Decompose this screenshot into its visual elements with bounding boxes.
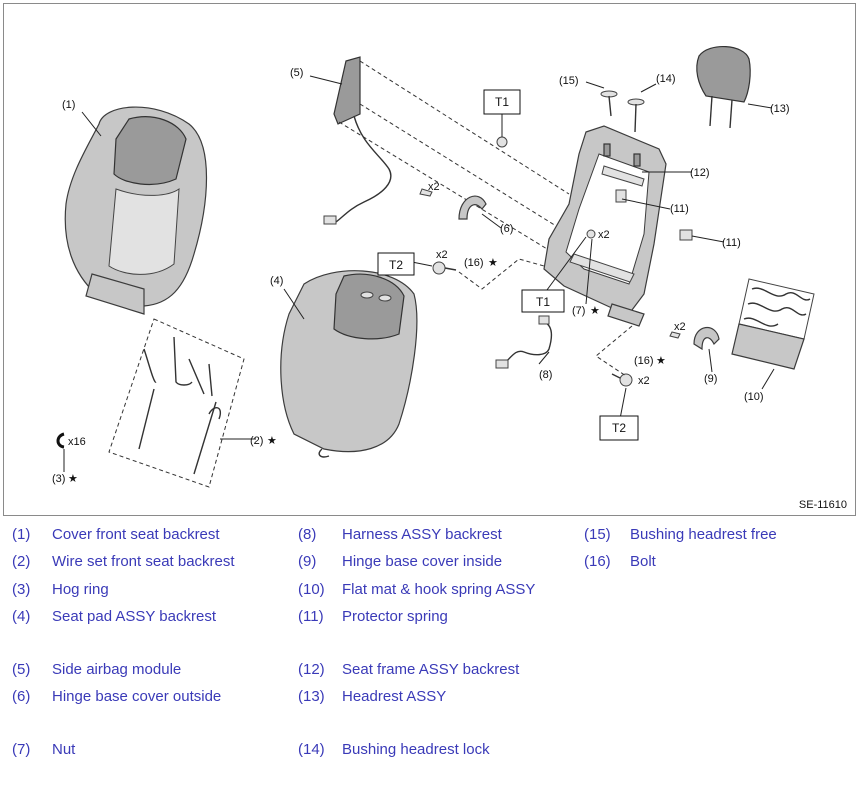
torque-box-t1-bottom: T1 <box>521 289 565 313</box>
legend-item-text: Seat pad ASSY backrest <box>52 608 216 625</box>
legend-item-number: (13) <box>298 688 325 705</box>
nut <box>586 229 596 239</box>
callout-12: (12) <box>690 167 710 179</box>
hog-ring <box>56 432 65 449</box>
legend-item-text: Hinge base cover outside <box>52 688 222 705</box>
qty-screw-outside: x2 <box>428 181 440 193</box>
flat-mat-hook-spring-assy <box>731 278 815 370</box>
callout-1: (1) <box>62 99 75 111</box>
qty-nut: x2 <box>598 229 610 241</box>
callout-14: (14) <box>656 73 676 85</box>
legend-item-text: Bushing headrest lock <box>342 741 490 758</box>
legend-item-number: (11) <box>298 608 324 625</box>
bolt-upper-path <box>458 258 545 290</box>
legend-item-number: (8) <box>298 526 317 543</box>
qty-hog-ring: x16 <box>68 436 86 448</box>
legend-item-number: (6) <box>12 688 31 705</box>
legend-item-number: (2) <box>12 553 31 570</box>
legend-item-number: (3) <box>12 581 31 598</box>
hinge-base-cover-inside <box>669 327 720 351</box>
star-wire-set: ★ <box>267 435 277 447</box>
star-hog-ring: ★ <box>68 473 78 485</box>
legend-item-number: (4) <box>12 608 31 625</box>
harness-assy-backrest <box>495 315 553 369</box>
wire-set-front-seat-backrest <box>108 318 245 488</box>
svg-text:T1: T1 <box>495 95 509 109</box>
qty-screw-inside: x2 <box>674 321 686 333</box>
exploded-diagram: T1 T1 T2 T2 (1) (5) (6) (4) (2) (3) (12)… <box>3 3 856 516</box>
bushing-headrest-free <box>600 90 618 117</box>
callout-13: (13) <box>770 103 790 115</box>
legend-item-number: (10) <box>298 581 325 598</box>
torque-box-t2-bottom: T2 <box>599 415 639 441</box>
callout-7: (7) <box>572 305 585 317</box>
legend-item-number: (1) <box>12 526 31 543</box>
callout-3: (3) <box>52 473 65 485</box>
callout-16-lower: (16) <box>634 355 654 367</box>
leader-lines <box>63 75 775 472</box>
star-nut: ★ <box>590 305 600 317</box>
diagram-code: SE-11610 <box>798 499 847 511</box>
callout-6: (6) <box>500 223 513 235</box>
callout-8: (8) <box>539 369 552 381</box>
torque-box-t2-left: T2 <box>377 252 415 276</box>
legend-item-text: Harness ASSY backrest <box>342 526 502 543</box>
legend-item-text: Hog ring <box>52 581 109 598</box>
legend-item-text: Protector spring <box>342 608 448 625</box>
torque-box-t1-top: T1 <box>483 89 521 115</box>
bolt-lower-path <box>595 325 633 377</box>
legend-item-text: Side airbag module <box>52 661 182 678</box>
legend-item-number: (9) <box>298 553 317 570</box>
legend-item-number: (12) <box>298 661 325 678</box>
legend-item-text: Headrest ASSY <box>342 688 447 705</box>
protector-spring-right <box>679 229 693 241</box>
callout-15: (15) <box>559 75 579 87</box>
legend-item-number: (7) <box>12 741 31 758</box>
legend-item-text: Bolt <box>630 553 656 570</box>
callout-5: (5) <box>290 67 303 79</box>
legend-item-text: Nut <box>52 741 76 758</box>
qty-bolt-upper: x2 <box>436 249 448 261</box>
callout-2: (2) <box>250 435 263 447</box>
svg-text:T2: T2 <box>389 258 403 272</box>
seat-pad-assy-backrest <box>280 270 418 458</box>
callout-11-upper: (11) <box>670 203 689 215</box>
legend-item-number: (16) <box>584 553 611 570</box>
svg-text:T2: T2 <box>612 421 626 435</box>
cover-front-seat-backrest <box>64 106 208 315</box>
diagram-drawing: T1 T1 T2 T2 (1) (5) (6) (4) (2) (3) (12)… <box>52 45 815 488</box>
bushing-headrest-lock <box>627 98 645 133</box>
legend-item-text: Cover front seat backrest <box>52 526 220 543</box>
legend-item-text: Hinge base cover inside <box>342 553 503 570</box>
star-bolt-upper: ★ <box>488 257 498 269</box>
callout-16-upper: (16) <box>464 257 484 269</box>
callout-9: (9) <box>704 373 717 385</box>
legend-item-text: Bushing headrest free <box>630 526 777 543</box>
star-bolt-lower: ★ <box>656 355 666 367</box>
callout-11-right: (11) <box>722 237 741 249</box>
callout-10: (10) <box>744 391 764 403</box>
legend-item-number: (14) <box>298 741 325 758</box>
hinge-base-cover-outside <box>419 188 487 220</box>
bolt-upper <box>432 261 457 275</box>
protector-spring-upper <box>615 189 627 203</box>
legend-item-text: Seat frame ASSY backrest <box>342 661 520 678</box>
nut-t1-top <box>496 136 508 148</box>
legend-item-text: Wire set front seat backrest <box>52 553 235 570</box>
side-airbag-module <box>323 56 570 253</box>
headrest-assy <box>696 45 751 129</box>
seat-frame-assy-backrest <box>543 125 667 327</box>
legend-item-text: Flat mat & hook spring ASSY <box>342 581 536 598</box>
qty-bolt-lower: x2 <box>638 375 650 387</box>
callout-4: (4) <box>270 275 283 287</box>
svg-text:T1: T1 <box>536 295 550 309</box>
legend-item-number: (5) <box>12 661 31 678</box>
legend-item-number: (15) <box>584 526 611 543</box>
bolt-lower <box>611 373 633 387</box>
